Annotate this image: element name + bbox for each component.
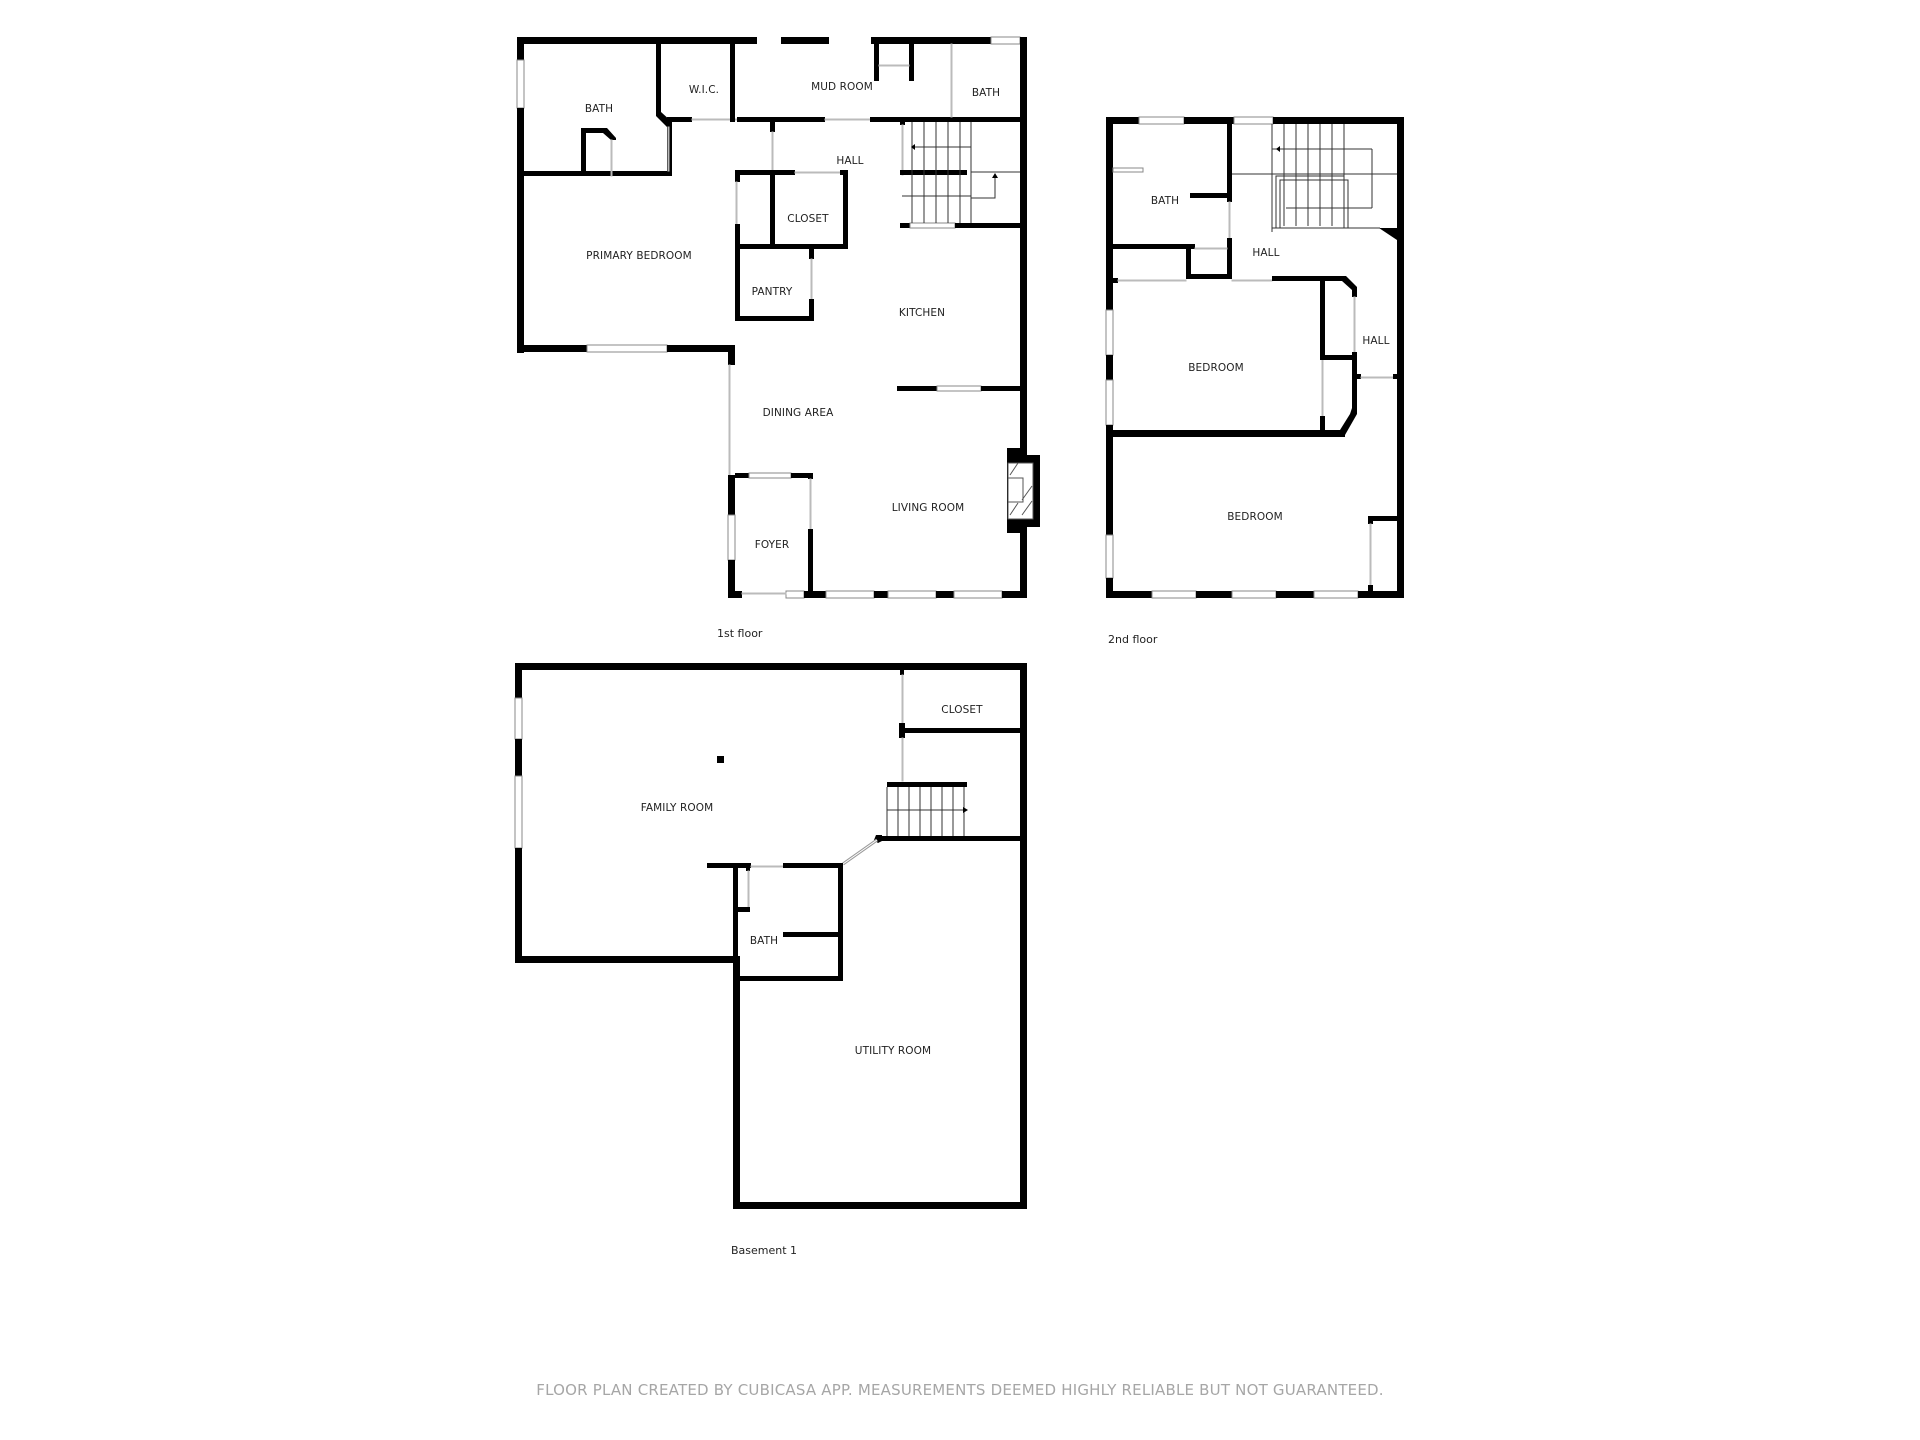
disclaimer-footer: FLOOR PLAN CREATED BY CUBICASA APP. MEAS… xyxy=(536,1381,1384,1399)
room-label-pantry: PANTRY xyxy=(752,286,793,298)
first-floor-plan xyxy=(516,36,1040,599)
room-label-foyer: FOYER xyxy=(755,539,790,551)
second-floor-plan xyxy=(1105,116,1404,599)
room-label-bedroom-1: BEDROOM xyxy=(1188,362,1244,374)
room-label-mud-room: MUD ROOM xyxy=(811,81,873,93)
room-label-wic: W.I.C. xyxy=(689,84,719,96)
room-label-dining-area: DINING AREA xyxy=(763,407,835,419)
room-label-basement-closet: CLOSET xyxy=(941,704,983,716)
room-label-basement-bath: BATH xyxy=(750,935,778,947)
room-label-hall-side: HALL xyxy=(1362,335,1389,347)
room-label-living-room: LIVING ROOM xyxy=(892,502,965,514)
room-label-kitchen: KITCHEN xyxy=(899,307,945,319)
room-label-family-room: FAMILY ROOM xyxy=(641,802,714,814)
room-label-primary-bedroom: PRIMARY BEDROOM xyxy=(586,250,692,262)
floor-label-second: 2nd floor xyxy=(1108,633,1158,646)
basement-room-labels: CLOSET FAMILY ROOM BATH UTILITY ROOM Bas… xyxy=(641,704,983,1257)
first-floor-room-labels: BATH W.I.C. MUD ROOM BATH HALL CLOSET PR… xyxy=(585,81,1000,640)
room-label-utility-room: UTILITY ROOM xyxy=(855,1045,931,1057)
room-label-hall-upper: HALL xyxy=(1252,247,1279,259)
basement-plan xyxy=(514,663,1027,1209)
room-label-bath-primary: BATH xyxy=(585,103,613,115)
floor-label-first: 1st floor xyxy=(717,627,763,640)
floor-label-basement: Basement 1 xyxy=(731,1244,797,1257)
room-label-closet: CLOSET xyxy=(787,213,829,225)
second-floor-room-labels: BATH HALL HALL BEDROOM BEDROOM 2nd floor xyxy=(1108,195,1390,646)
room-label-bath-half: BATH xyxy=(972,87,1000,99)
room-label-bath-upstairs: BATH xyxy=(1151,195,1179,207)
room-label-bedroom-2: BEDROOM xyxy=(1227,511,1283,523)
room-label-hall: HALL xyxy=(836,155,863,167)
